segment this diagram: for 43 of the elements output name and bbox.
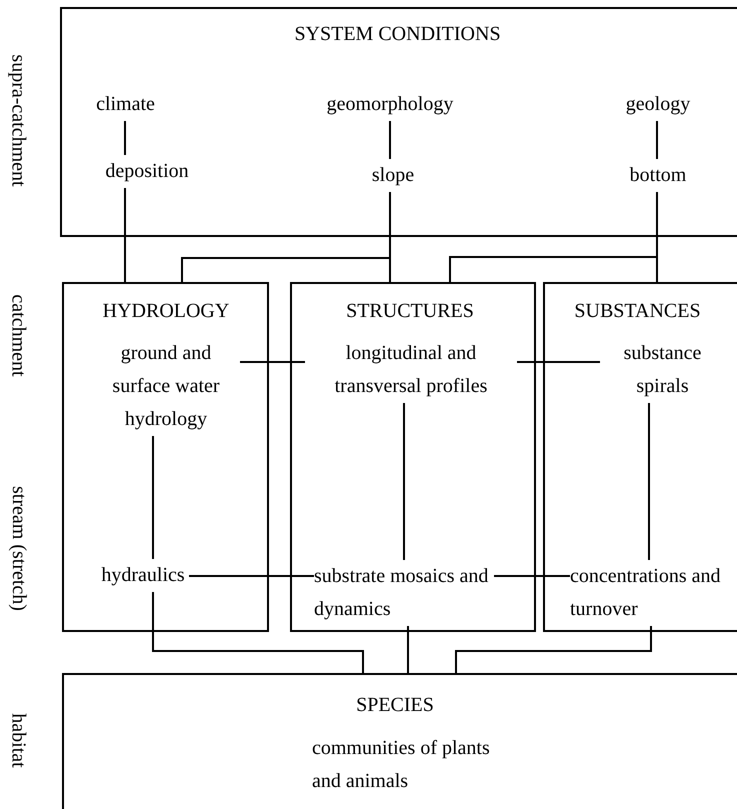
box-heading: STRUCTURES <box>345 299 475 324</box>
factor-text: deposition <box>96 155 198 188</box>
factor-text: longitudinal and transversal profiles <box>305 337 517 403</box>
factor-text: climate <box>88 88 163 121</box>
connector-line <box>455 626 652 673</box>
connector-line <box>124 188 126 282</box>
factor-text: hydraulics <box>97 559 189 592</box>
connector-line <box>403 403 405 560</box>
box-heading: SPECIES <box>355 693 435 718</box>
connector-line <box>389 121 391 159</box>
connector-line <box>648 403 650 560</box>
level-label: catchment <box>6 294 30 376</box>
connector-line <box>389 192 391 282</box>
connector-line <box>240 361 305 363</box>
factor-text: concentrations and turnover <box>570 560 730 626</box>
factor-text: substrate mosaics and dynamics <box>314 560 494 626</box>
connector-line <box>656 192 658 282</box>
category-box <box>62 282 269 632</box>
category-box <box>62 673 737 809</box>
factor-text: slope <box>363 159 423 192</box>
connector-line <box>124 121 126 155</box>
box-heading: HYDROLOGY <box>102 299 230 324</box>
category-box <box>60 7 737 237</box>
connector-line <box>189 575 314 577</box>
factor-text: bottom <box>616 159 700 192</box>
connector-line <box>517 361 600 363</box>
factor-text: geology <box>612 88 704 121</box>
connector-line <box>494 575 570 577</box>
level-label: stream (stretch) <box>6 486 30 610</box>
connector-line <box>152 592 364 673</box>
box-heading: SYSTEM CONDITIONS <box>293 22 502 47</box>
level-label: habitat <box>6 712 30 768</box>
factor-text: geomorphology <box>315 88 465 121</box>
category-box <box>290 282 536 632</box>
box-text: communities of plants and animals <box>312 736 491 794</box>
connector-line <box>407 626 409 673</box>
level-label: supra-catchment <box>6 54 30 186</box>
box-heading: SUBSTANCES <box>573 299 702 324</box>
connector-line <box>656 121 658 159</box>
factor-text: ground and surface water hydrology <box>92 337 240 436</box>
category-box <box>543 282 737 632</box>
factor-text: substance spirals <box>600 337 725 403</box>
connector-line <box>152 436 154 559</box>
